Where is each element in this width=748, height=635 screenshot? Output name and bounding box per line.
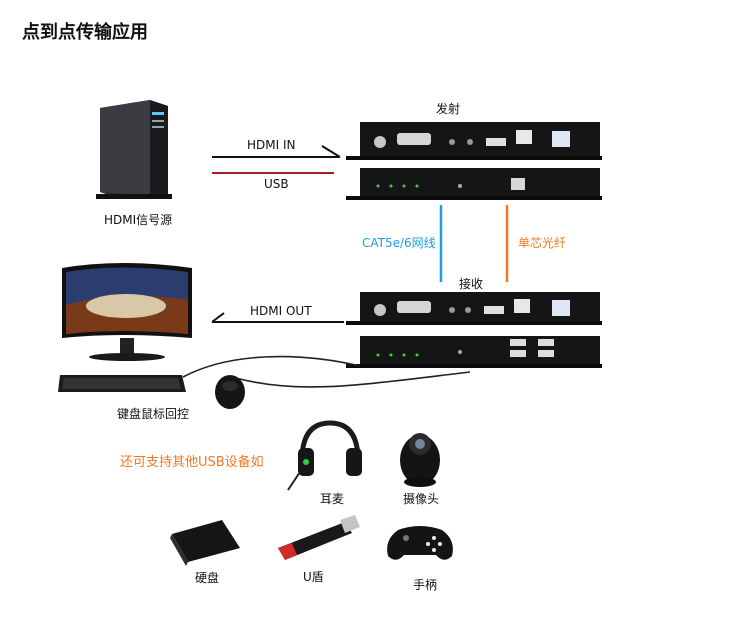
usb-label: USB (264, 177, 289, 191)
transmitter-back-panel (346, 168, 602, 200)
camera-label: 摄像头 (403, 492, 440, 506)
usb-note: 还可支持其他USB设备如 (120, 455, 264, 470)
receiver-label: 接收 (459, 277, 484, 291)
hdd-label: 硬盘 (195, 571, 220, 585)
headset-label: 耳麦 (320, 492, 345, 506)
cat-label: CAT5e/6网线 (362, 236, 436, 250)
udisk-icon (278, 515, 360, 560)
pc-tower-icon (96, 100, 172, 199)
monitor-icon (62, 263, 192, 361)
mouse-icon (215, 375, 245, 409)
receiver-front-panel (346, 292, 602, 325)
transmitter-front-panel (346, 122, 602, 160)
transmitter-label: 发射 (436, 102, 461, 116)
camera-icon (400, 433, 440, 487)
keyboard-cable (182, 355, 361, 378)
udisk-label: U盾 (303, 570, 324, 584)
hdmi-in-arrowhead (321, 145, 341, 158)
hdmi-in-label: HDMI IN (247, 138, 296, 152)
mouse-cable (235, 371, 471, 388)
hdmi-out-label: HDMI OUT (250, 304, 312, 318)
headset-icon (287, 420, 362, 491)
kvm-label: 键盘鼠标回控 (117, 407, 190, 421)
gamepad-icon (387, 526, 453, 560)
fiber-label: 单芯光纤 (518, 236, 567, 250)
receiver-back-panel (346, 336, 602, 368)
keyboard-icon (58, 375, 186, 392)
hdmi-out-arrowhead (211, 312, 225, 323)
hdd-icon (170, 520, 240, 566)
gamepad-label: 手柄 (413, 578, 438, 592)
source-label: HDMI信号源 (104, 213, 173, 227)
page-title: 点到点传输应用 (22, 22, 148, 43)
